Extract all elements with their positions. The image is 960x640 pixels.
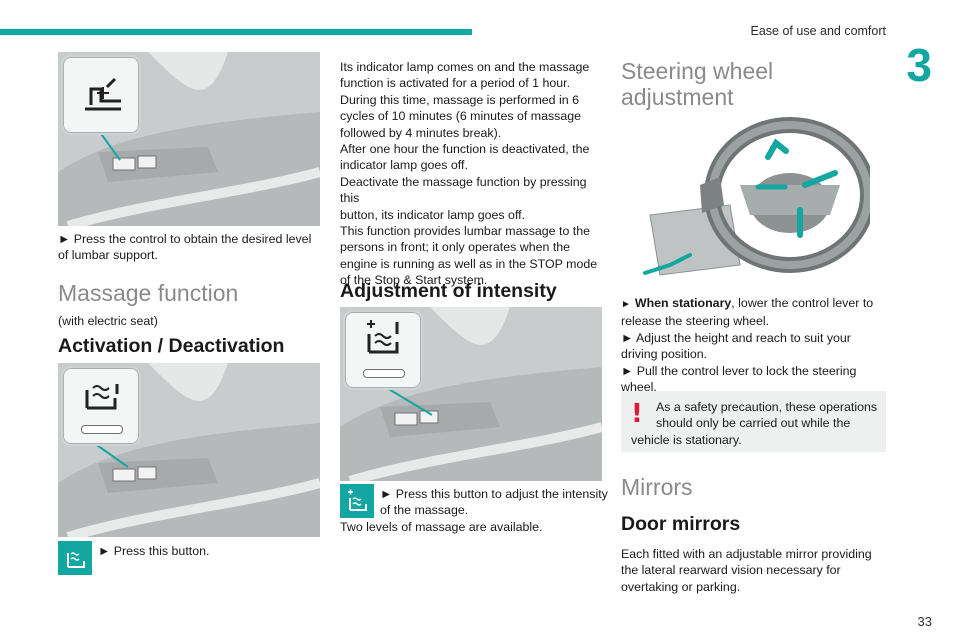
step1-text: , lower the control lever to [731, 296, 874, 310]
bullet-arrow-icon: ► [621, 299, 631, 310]
steering-heading-line: Steering wheel [621, 58, 774, 84]
description-line: button, its indicator lamp goes off. [340, 207, 526, 222]
warning-text: As a safety precaution, these operations… [631, 399, 878, 448]
top-accent-bar [0, 29, 472, 35]
safety-warning-box: ! As a safety precaution, these operatio… [621, 391, 886, 452]
door-mirrors-heading: Door mirrors [621, 513, 741, 535]
description-line: During this time, massage is performed i… [340, 92, 579, 107]
steering-step-line: release the steering wheel. [621, 314, 770, 329]
massage-button-icon [58, 541, 92, 575]
steering-step-line: ► Pull the control lever to lock the ste… [621, 363, 857, 378]
mirrors-heading: Mirrors [621, 474, 693, 500]
lumbar-instruction: ► Press the control to obtain the desire… [58, 231, 320, 264]
section-title: Ease of use and comfort [750, 24, 887, 38]
description-line: engine is running as well as in the STOP… [340, 256, 598, 271]
steering-step-line: wheel. [621, 380, 657, 395]
description-line: After one hour the function is deactivat… [340, 142, 590, 157]
lumbar-seat-icon [85, 77, 121, 111]
massage-description: Its indicator lamp comes on and the mass… [340, 59, 608, 289]
activation-heading: Activation / Deactivation [58, 335, 285, 357]
massage-subnote: (with electric seat) [58, 314, 158, 328]
massage-seat-icon [85, 384, 119, 410]
intensity-button-icon [340, 484, 374, 518]
intensity-instruction: ► Press this button to adjust the intens… [340, 486, 608, 535]
door-mirrors-text: Each fitted with an adjustable mirror pr… [621, 546, 889, 595]
description-line: Its indicator lamp comes on and the mass… [340, 60, 590, 74]
door-mirrors-line: overtaking or parking. [621, 579, 741, 594]
steering-step-line: ► Adjust the height and reach to suit yo… [621, 330, 851, 345]
intensity-heading: Adjustment of intensity [340, 280, 557, 302]
press-button-instruction: ► Press this button. [98, 544, 210, 558]
massage-function-heading: Massage function [58, 280, 239, 306]
seat-illustration [58, 52, 320, 226]
intensity-line: of the massage. [380, 503, 469, 518]
warning-exclamation-icon: ! [631, 399, 643, 429]
lumbar-control-callout [61, 55, 141, 135]
steering-instructions: ►When stationary, lower the control leve… [621, 295, 889, 395]
massage-seat-figure [58, 363, 320, 537]
description-line: of the Stop & Start system. [340, 273, 488, 288]
steering-heading: Steering wheel adjustment [621, 58, 773, 110]
chapter-number: 3 [906, 39, 932, 91]
description-line: followed by 4 minutes break). [340, 125, 502, 140]
page-number: 33 [917, 614, 932, 629]
massage-seat-icon [67, 552, 85, 568]
step1-bold: When stationary [634, 296, 732, 310]
warning-line: should only be carried out while the [656, 416, 851, 431]
intensity-line: ► Press this button to adjust the intens… [380, 487, 608, 501]
indicator-lamp [363, 369, 405, 378]
description-line: This function provides lumbar massage to… [340, 224, 591, 239]
warning-line: As a safety precaution, these operations [656, 400, 878, 414]
massage-control-callout [61, 366, 141, 446]
intensity-line: Two levels of massage are available. [340, 519, 543, 534]
steering-step-1: ►When stationary, lower the control leve… [621, 295, 889, 313]
description-line: function is activated for a period of 1 … [340, 76, 571, 91]
massage-intensity-icon [348, 489, 367, 511]
description-line: indicator lamp goes off. [340, 158, 468, 173]
warning-line: vehicle is stationary. [631, 432, 742, 447]
description-line: Deactivate the massage function by press… [340, 174, 587, 206]
lumbar-instruction-line: ► Press the control to obtain the desire… [58, 232, 312, 246]
lumbar-seat-figure [58, 52, 320, 226]
steering-heading-line: adjustment [621, 84, 734, 110]
lumbar-instruction-line: of lumbar support. [58, 248, 158, 263]
intensity-control-callout [343, 310, 423, 390]
description-line: cycles of 10 minutes (6 minutes of massa… [340, 109, 582, 124]
description-line: persons in front; it only operates when … [340, 240, 571, 255]
intensity-seat-figure [340, 307, 602, 481]
indicator-lamp [81, 425, 123, 434]
door-mirrors-line: Each fitted with an adjustable mirror pr… [621, 547, 872, 561]
steering-wheel-illustration [643, 117, 870, 276]
steering-step-line: driving position. [621, 347, 708, 362]
massage-intensity-icon [367, 320, 399, 354]
door-mirrors-line: the lateral rearward vision necessary fo… [621, 563, 841, 578]
